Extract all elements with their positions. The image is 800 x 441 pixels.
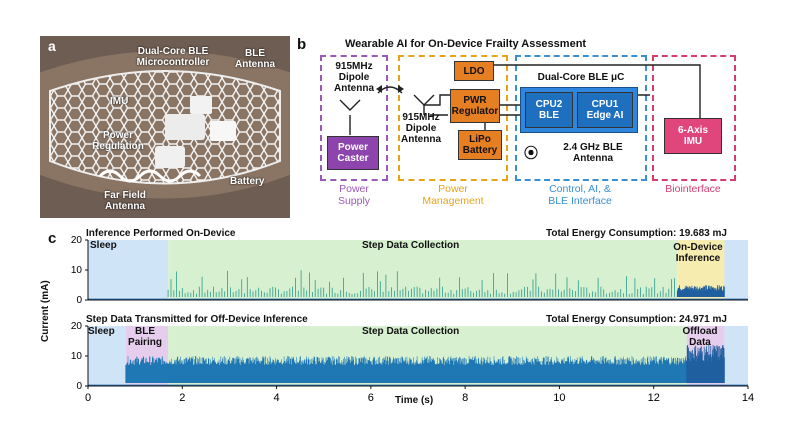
x-axis-label: Time (s)	[395, 395, 434, 406]
label-far-field: Far Field Antenna	[104, 190, 146, 212]
imu-block: 6-Axis IMU	[664, 118, 722, 154]
ldo-block: LDO	[454, 61, 494, 81]
cpu2-block: CPU2 BLE	[525, 92, 573, 128]
device-photo: a Dual-Core BLE Microcontroller BLE Ante…	[40, 36, 290, 218]
phase-band	[88, 240, 169, 300]
control-group	[515, 55, 647, 181]
power-caster-block: Power Caster	[327, 136, 379, 170]
y-tick-label: 0	[76, 381, 82, 392]
label-ble-antenna: BLE Antenna	[235, 48, 275, 70]
cpu1-block: CPU1 Edge AI	[577, 92, 633, 128]
x-tick-label: 10	[553, 392, 565, 404]
power-management-group	[398, 55, 508, 181]
top-phase-inference: On-Device Inference	[673, 242, 723, 264]
top-header-left: Inference Performed On-Device	[86, 228, 236, 239]
bottom-phase-collection: Step Data Collection	[362, 326, 460, 337]
dipole-right-label: 915MHz Dipole Antenna	[401, 112, 441, 145]
end-phase-activity	[676, 285, 725, 297]
label-imu: IMU	[110, 96, 129, 107]
x-tick-label: 8	[462, 392, 468, 404]
ble-antenna-label: 2.4 GHz BLE Antenna	[563, 142, 623, 164]
y-tick-label: 0	[76, 295, 82, 306]
caption-power-management: Power Management	[422, 183, 484, 207]
panel-b-letter: b	[297, 36, 307, 53]
phase-band	[88, 326, 126, 386]
end-phase-activity	[686, 344, 725, 383]
phase-band	[724, 240, 748, 300]
device-illustration	[40, 36, 290, 218]
current-spikes	[167, 270, 675, 297]
label-power-regulation: Power Regulation	[92, 130, 144, 152]
caption-control: Control, AI, & BLE Interface	[548, 183, 612, 207]
label-dual-core: Dual-Core BLE Microcontroller	[136, 46, 210, 68]
phase-band	[724, 326, 748, 386]
label-battery: Battery	[230, 176, 265, 187]
diagram-title: Wearable AI for On-Device Frailty Assess…	[345, 38, 587, 50]
bottom-phase-pairing: BLE Pairing	[128, 326, 162, 348]
caption-biointerface: Biointerface	[665, 183, 721, 195]
ble-antenna-icon: ⦿	[524, 145, 538, 161]
pwr-regulator-block: PWR Regulator	[450, 89, 500, 123]
x-tick-label: 14	[742, 392, 754, 404]
panel-c-letter: c	[48, 230, 57, 247]
x-tick-label: 0	[85, 392, 91, 404]
caption-power-supply: Power Supply	[337, 183, 371, 207]
top-phase-collection: Step Data Collection	[362, 240, 460, 251]
x-tick-label: 12	[648, 392, 660, 404]
bottom-header-left: Step Data Transmitted for Off-Device Inf…	[86, 314, 308, 325]
top-header-right: Total Energy Consumption: 19.683 mJ	[546, 228, 727, 239]
bottom-phase-sleep: Sleep	[88, 326, 115, 337]
y-tick-label: 10	[71, 265, 83, 276]
panel-a-letter: a	[48, 38, 56, 54]
phase-band	[168, 240, 678, 300]
x-tick-label: 2	[179, 392, 185, 404]
bottom-phase-offload: Offload Data	[682, 326, 718, 348]
dual-core-label: Dual-Core BLE μC	[537, 72, 625, 83]
y-tick-label: 20	[71, 321, 83, 332]
x-tick-label: 6	[368, 392, 374, 404]
top-phase-sleep: Sleep	[90, 240, 117, 251]
bottom-header-right: Total Energy Consumption: 24.971 mJ	[546, 314, 727, 325]
dipole-left-label: 915MHz Dipole Antenna	[334, 61, 374, 94]
y-tick-label: 10	[71, 351, 83, 362]
power-supply-group	[320, 55, 388, 181]
x-tick-label: 4	[274, 392, 280, 404]
y-tick-label: 20	[71, 235, 83, 246]
lipo-battery-block: LiPo Battery	[458, 130, 502, 160]
biointerface-group	[652, 55, 736, 181]
current-spikes	[125, 356, 687, 383]
